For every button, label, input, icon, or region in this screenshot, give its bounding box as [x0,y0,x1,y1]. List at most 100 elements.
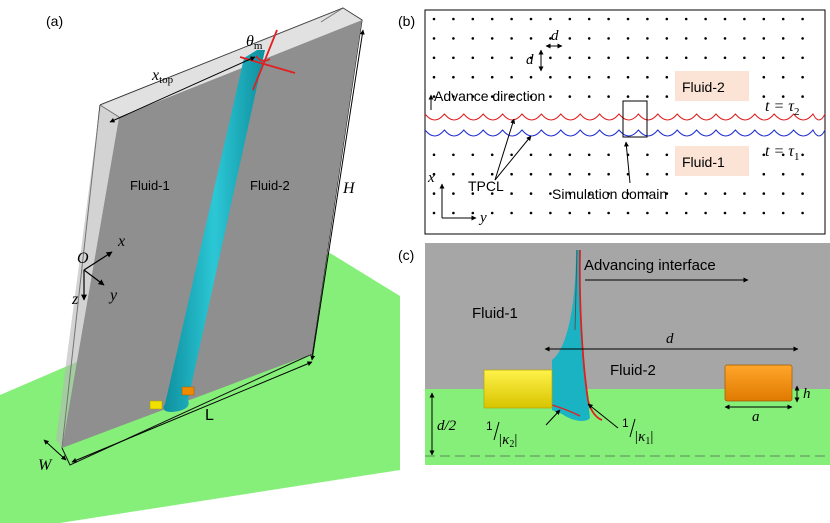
lattice-dot [452,56,455,60]
tpcl-red [424,113,826,121]
lattice-dot [626,95,630,98]
lattice-dot [568,95,572,98]
lattice-dot [587,75,591,79]
lattice-dot [743,17,746,21]
tpcl-label: TPCL [468,178,504,194]
lattice-dot [432,75,436,79]
d-label-c: d [666,331,674,347]
lattice-dot [607,37,610,40]
lattice-dot [490,192,494,195]
lattice-dot [529,75,533,79]
xtop-label: xtop [151,67,174,86]
fluid1-label-b: Fluid-1 [682,154,725,170]
lattice-dot [587,172,591,176]
W-label: W [38,457,53,474]
lattice-dot [510,37,513,40]
lattice-dot [684,56,688,60]
block-orange-a [181,386,195,396]
lattice-dot [762,17,766,21]
lattice-dot [510,211,513,215]
origin-label: O [77,250,89,267]
lattice-dot [762,95,766,98]
lattice-dot [607,75,610,79]
lattice-dot [549,172,552,176]
lattice-dot [510,75,513,79]
lattice-dot [452,95,455,98]
svg-text:1: 1 [622,416,629,430]
sim-arrow [623,141,631,184]
lattice-dot [781,153,785,157]
simulation-domain-box [622,100,648,138]
lattice-dot [607,192,610,195]
inv-kappa1-label: 1 |κ1| [622,416,653,447]
advance-direction-label: Advance direction [434,88,545,104]
lattice-dot [490,17,494,21]
lattice-dot [646,95,649,98]
lattice-dot [607,153,610,157]
theta-arc [255,55,271,62]
panel-b: (b) d d Fluid-2 Fluid-1 Advance directio… [398,9,826,235]
lattice-dot [452,211,455,215]
lattice-dot [801,37,804,40]
lattice-dot [781,37,785,40]
lattice-dot [646,153,649,157]
lattice-dot [432,211,436,215]
lattice-dot [723,192,727,195]
fluid1-label-c: Fluid-1 [472,305,518,322]
lattice-dot [529,192,533,195]
theta-label: θm [246,33,263,52]
axis-y-a [83,269,105,286]
lattice-dot [549,17,552,21]
lattice-dot [646,172,649,176]
meniscus-red-edge [578,249,603,421]
lattice-dot [490,211,494,215]
lattice-dot [626,37,630,40]
lattice-dot [529,37,533,40]
lattice-dot [452,17,455,21]
lattice-dot [490,95,494,98]
t1-label: t = τ1 [765,143,799,163]
lattice-dot [781,75,785,79]
lattice-dot [646,211,649,215]
lattice-dot [529,211,533,215]
lattice-dot [490,172,494,176]
lattice-dot [549,153,552,157]
kappa2-arrow [545,409,561,426]
lattice-dot [471,17,475,21]
lattice-dot [626,17,630,21]
lattice-dot [704,17,707,21]
lattice-dot [723,37,727,40]
lattice-dot [704,211,707,215]
lattice-dot [471,153,475,157]
lattice-dot [432,56,436,60]
lattice-dot [568,172,572,176]
svg-text:1: 1 [486,419,493,433]
lattice-dot [471,56,475,60]
dot-grid [432,17,804,215]
axis-y-a-label: y [108,287,118,304]
meniscus-shadow [574,249,578,331]
lattice-dot [801,95,804,98]
lattice-dot [646,75,649,79]
dim-H [310,29,365,361]
lattice-dot [626,211,630,215]
kappa1-arrow [587,403,619,429]
lattice-dot [762,56,766,60]
lattice-dot [568,192,572,195]
lattice-dot [432,172,436,176]
L-label: L [205,407,214,424]
lattice-dot [665,192,669,195]
lattice-dot [568,17,572,21]
lattice-dot [723,56,727,60]
lattice-dot [510,95,513,98]
lattice-dot [801,17,804,21]
lattice-dot [704,56,707,60]
axis-y-b-label: y [478,210,487,226]
fluid1-label-a: Fluid-1 [130,178,170,193]
lattice-dot [626,75,630,79]
panel-a-label: (a) [46,13,63,29]
lattice-dot [490,153,494,157]
t2-label: t = τ2 [765,98,799,118]
lattice-dot [432,37,436,40]
lattice-dot [801,153,804,157]
